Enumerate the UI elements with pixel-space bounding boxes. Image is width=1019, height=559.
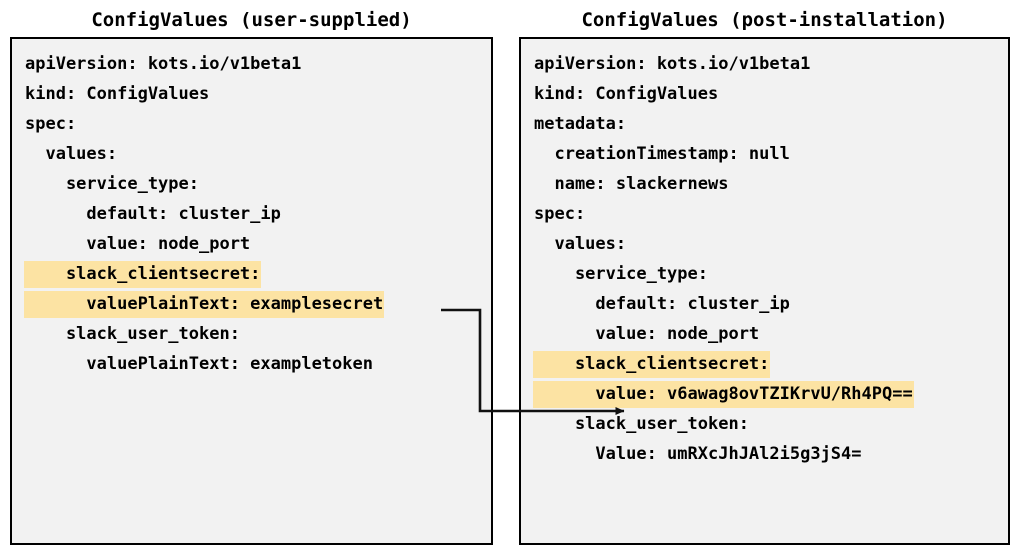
yaml-line: Value: umRXcJhJAl2i5g3jS4= [521, 439, 1008, 469]
yaml-line: slack_user_token: [12, 319, 491, 349]
yaml-line: name: slackernews [521, 169, 1008, 199]
left-panel-title: ConfigValues (user-supplied) [91, 9, 412, 31]
yaml-line: service_type: [12, 169, 491, 199]
yaml-line-text: kind: ConfigValues [25, 84, 210, 104]
yaml-line: kind: ConfigValues [12, 79, 491, 109]
yaml-line-text: kind: ConfigValues [534, 84, 719, 104]
yaml-line-text: valuePlainText: exampletoken [25, 354, 373, 374]
yaml-line: value: node_port [12, 229, 491, 259]
yaml-line: default: cluster_ip [521, 289, 1008, 319]
yaml-line: valuePlainText: exampletoken [12, 349, 491, 379]
yaml-line-text: Value: umRXcJhJAl2i5g3jS4= [534, 444, 862, 464]
yaml-line: value: node_port [521, 319, 1008, 349]
yaml-line: slack_user_token: [521, 409, 1008, 439]
yaml-line-text: spec: [25, 114, 77, 134]
yaml-line-text: value: node_port [25, 234, 251, 254]
yaml-line-text: slack_user_token: [534, 414, 749, 434]
right-yaml-body: apiVersion: kots.io/v1beta1 kind: ConfigV… [521, 49, 1008, 469]
yaml-line-text: apiVersion: kots.io/v1beta1 [534, 54, 811, 74]
yaml-line-text: slack_user_token: [25, 324, 240, 344]
yaml-line: value: v6awag8ovTZIKrvU/Rh4PQ== [521, 379, 1008, 409]
yaml-line: apiVersion: kots.io/v1beta1 [521, 49, 1008, 79]
yaml-line: kind: ConfigValues [521, 79, 1008, 109]
right-yaml-panel: apiVersion: kots.io/v1beta1 kind: ConfigV… [519, 37, 1010, 545]
yaml-line-text: spec: [534, 204, 586, 224]
yaml-line: valuePlainText: examplesecret [12, 289, 491, 319]
yaml-line-text: service_type: [534, 264, 708, 284]
yaml-line-text: metadata: [534, 114, 627, 134]
yaml-line-text: creationTimestamp: null [534, 144, 790, 164]
yaml-line: service_type: [521, 259, 1008, 289]
yaml-line: creationTimestamp: null [521, 139, 1008, 169]
yaml-line-text: default: cluster_ip [25, 204, 281, 224]
yaml-line-text: value: node_port [534, 324, 760, 344]
yaml-line-text: slack_clientsecret: [533, 351, 771, 378]
yaml-line: default: cluster_ip [12, 199, 491, 229]
yaml-line-text: default: cluster_ip [534, 294, 790, 314]
yaml-line-text: values: [534, 234, 627, 254]
yaml-line-text: values: [25, 144, 118, 164]
yaml-line: metadata: [521, 109, 1008, 139]
yaml-line-text: slack_clientsecret: [24, 261, 262, 288]
yaml-line-text: valuePlainText: examplesecret [24, 291, 385, 318]
left-yaml-panel: apiVersion: kots.io/v1beta1 kind: ConfigV… [10, 37, 493, 545]
yaml-line: slack_clientsecret: [12, 259, 491, 289]
yaml-line: slack_clientsecret: [521, 349, 1008, 379]
yaml-line: values: [12, 139, 491, 169]
yaml-line: spec: [521, 199, 1008, 229]
yaml-line-text: name: slackernews [534, 174, 729, 194]
yaml-line: apiVersion: kots.io/v1beta1 [12, 49, 491, 79]
right-panel-title: ConfigValues (post-installation) [581, 9, 948, 31]
yaml-line: values: [521, 229, 1008, 259]
yaml-line-text: value: v6awag8ovTZIKrvU/Rh4PQ== [533, 381, 914, 408]
yaml-line-text: apiVersion: kots.io/v1beta1 [25, 54, 302, 74]
yaml-line: spec: [12, 109, 491, 139]
left-yaml-body: apiVersion: kots.io/v1beta1 kind: ConfigV… [12, 49, 491, 379]
yaml-line-text: service_type: [25, 174, 199, 194]
